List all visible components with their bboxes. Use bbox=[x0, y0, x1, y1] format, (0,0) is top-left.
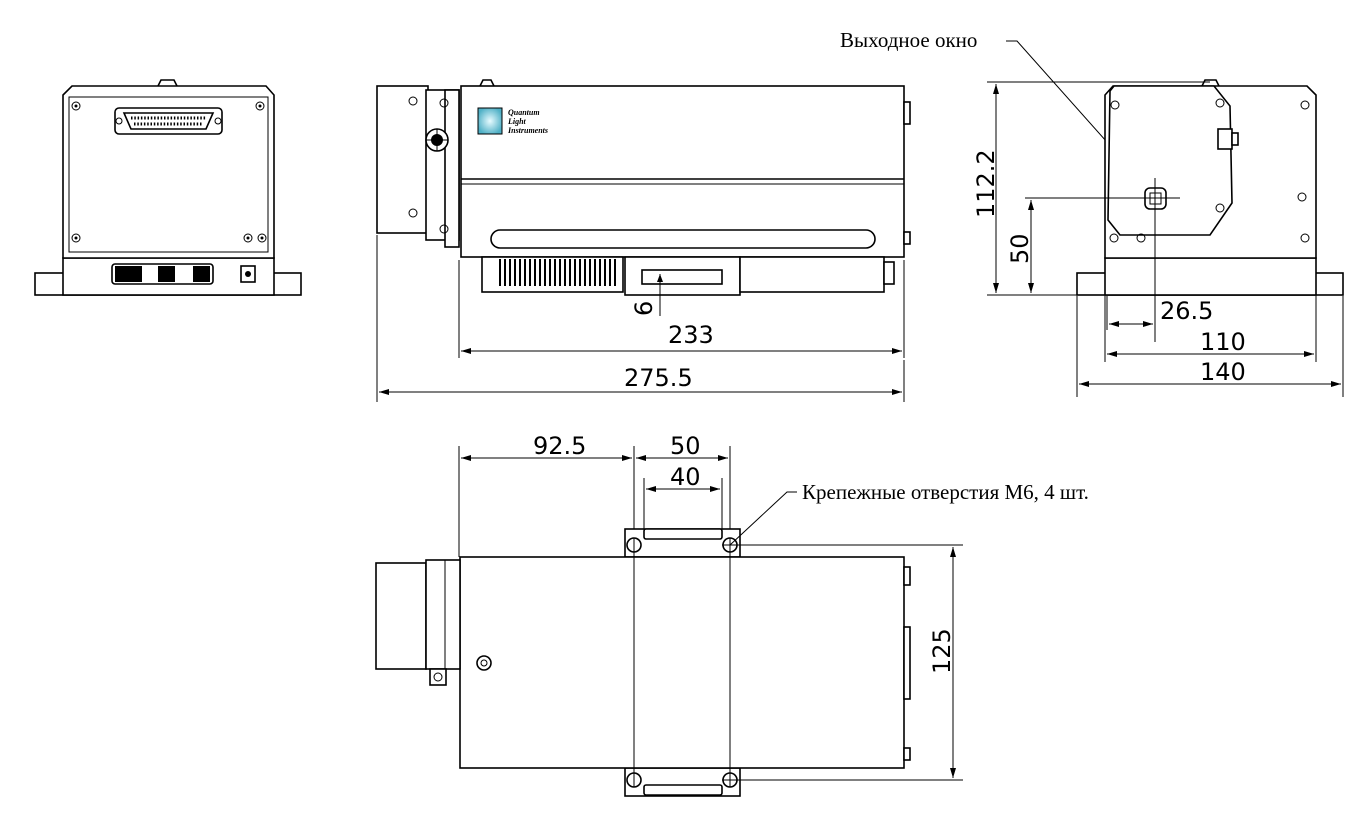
front-view: Выходное окно 112.2 bbox=[840, 28, 1344, 397]
mounting-holes-leader bbox=[729, 491, 797, 546]
dim-window-height-label: 50 bbox=[1006, 233, 1034, 264]
dim-length-total bbox=[376, 235, 905, 402]
screw-icon bbox=[476, 655, 492, 671]
output-window-label: Выходное окно bbox=[840, 28, 977, 52]
dim-window-x bbox=[1106, 296, 1153, 330]
dim-window-offset-label: 6 bbox=[630, 301, 658, 316]
logo-text-2: Light bbox=[507, 117, 527, 126]
laser-head-plate bbox=[1107, 85, 1233, 236]
top-main-housing bbox=[459, 556, 905, 769]
dim-length-body-label: 233 bbox=[668, 321, 714, 349]
company-logo-icon bbox=[477, 107, 503, 135]
dim-base-depth bbox=[950, 547, 956, 778]
mounting-holes-label: Крепежные отверстия М6, 4 шт. bbox=[802, 480, 1089, 504]
dim-width-body-label: 110 bbox=[1200, 328, 1246, 356]
dim-base-depth-label: 125 bbox=[928, 628, 956, 674]
dim-window-x-label: 26.5 bbox=[1160, 297, 1213, 325]
dim-window-height bbox=[1025, 197, 1136, 293]
dim-window-offset bbox=[657, 274, 663, 316]
side-main-housing bbox=[460, 85, 905, 258]
dim-height-total-label: 112.2 bbox=[972, 149, 1000, 218]
top-view: Крепежные отверстия М6, 4 шт. 92.5 50 40… bbox=[375, 432, 1089, 797]
dim-bracket-pos bbox=[458, 446, 632, 557]
dim-length-total-label: 275.5 bbox=[624, 364, 693, 392]
dim-length-body bbox=[458, 260, 905, 358]
screw-icon bbox=[1109, 98, 1310, 243]
logo-text-1: Quantum bbox=[508, 108, 540, 117]
dim-width-base-label: 140 bbox=[1200, 358, 1246, 386]
side-fiber-module bbox=[376, 85, 429, 234]
rear-view bbox=[34, 79, 302, 296]
dim-height-total bbox=[987, 81, 1210, 296]
side-view: Quantum Light Instruments 6 bbox=[376, 79, 911, 402]
ventilation-slot bbox=[490, 229, 876, 249]
top-fiber-module bbox=[375, 562, 427, 670]
logo-text-3: Instruments bbox=[507, 126, 548, 135]
dim-bracket-pos-label: 92.5 bbox=[533, 432, 586, 460]
dim-bracket-inner-label: 40 bbox=[670, 463, 701, 491]
heatsink bbox=[481, 256, 624, 293]
dim-bracket-outer-label: 50 bbox=[670, 432, 701, 460]
dim-bracket-outer bbox=[633, 446, 731, 529]
dim-width-body bbox=[1104, 296, 1317, 362]
dim-width-base bbox=[1076, 296, 1344, 397]
dim-bracket-inner bbox=[643, 478, 723, 529]
screw-icon bbox=[71, 101, 267, 243]
